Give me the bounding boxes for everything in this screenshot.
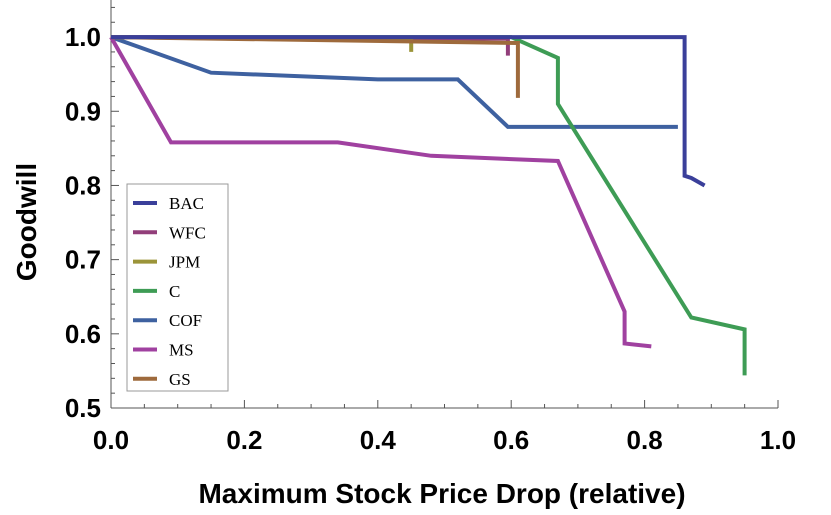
- legend-label-gs: GS: [169, 370, 191, 389]
- x-tick-label: 0.2: [226, 425, 262, 455]
- series-line-gs: [110, 35, 520, 98]
- y-tick-label: 0.6: [65, 319, 101, 349]
- legend-label-wfc: WFC: [169, 223, 206, 242]
- legend-box: [126, 183, 229, 392]
- axes: [110, 0, 779, 409]
- series-lines: [109, 35, 747, 376]
- x-tick-label: 0.4: [360, 425, 397, 455]
- y-tick-label: 1.0: [65, 22, 101, 52]
- legend-label-cof: COF: [169, 311, 202, 330]
- legend: BAC WFC JPM C COF MS GS: [126, 183, 229, 392]
- legend-label-jpm: JPM: [169, 253, 200, 272]
- series-line-ms: [109, 36, 652, 349]
- series-line-cof: [110, 35, 678, 129]
- series-line-bac: [111, 35, 706, 188]
- y-tick-label: 0.8: [65, 170, 101, 200]
- x-tick-label: 0.8: [627, 425, 663, 455]
- tick-labels: 0.0 0.2 0.4 0.6 0.8 1.0 0.5 0.6 0.7 0.8 0.9 1.0: [65, 22, 796, 455]
- legend-label-c: C: [169, 282, 180, 301]
- y-tick-label: 0.7: [65, 245, 101, 275]
- y-tick-label: 0.5: [65, 393, 101, 423]
- x-tick-label: 0.6: [493, 425, 529, 455]
- y-tick-label: 0.9: [65, 96, 101, 126]
- legend-label-ms: MS: [169, 341, 194, 360]
- x-tick-label: 0.0: [93, 425, 129, 455]
- legend-label-bac: BAC: [169, 194, 204, 213]
- y-axis-title: Goodwill: [11, 163, 42, 281]
- x-tick-label: 1.0: [760, 425, 796, 455]
- x-axis-title: Maximum Stock Price Drop (relative): [198, 478, 685, 509]
